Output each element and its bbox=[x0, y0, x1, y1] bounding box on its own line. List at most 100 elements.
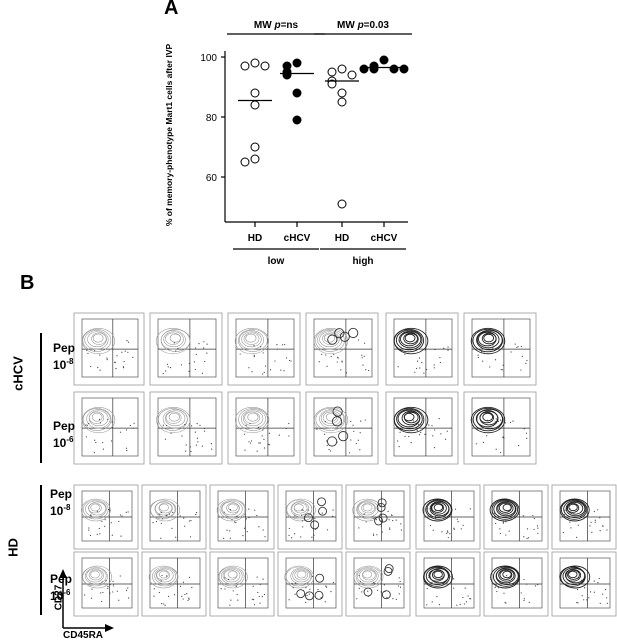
event-dot bbox=[521, 355, 523, 357]
event-dot bbox=[107, 587, 109, 589]
event-dot bbox=[358, 587, 360, 589]
event-dot bbox=[426, 368, 428, 371]
condition-label-chcv-1: Pep 10-8 bbox=[53, 342, 75, 372]
contour-line bbox=[497, 501, 514, 515]
group-bar-chcv bbox=[40, 333, 42, 463]
event-dot bbox=[514, 517, 517, 519]
event-dot bbox=[119, 575, 121, 577]
condition-label-hd-2: Pep 10-6 bbox=[50, 573, 72, 603]
event-dot bbox=[94, 350, 96, 352]
event-dot bbox=[99, 354, 101, 356]
event-dot bbox=[602, 593, 604, 595]
event-dot bbox=[446, 530, 449, 532]
event-dot bbox=[399, 586, 402, 588]
flow-plot bbox=[227, 312, 301, 386]
event-dot bbox=[505, 534, 507, 536]
event-dot bbox=[278, 434, 280, 436]
contour-line bbox=[247, 412, 259, 422]
event-dot bbox=[112, 583, 115, 585]
contour-line bbox=[315, 408, 346, 431]
contour-line bbox=[491, 499, 519, 520]
event-dot bbox=[404, 435, 406, 437]
event-dot bbox=[337, 357, 339, 359]
event-dot bbox=[274, 360, 276, 362]
contour-line bbox=[356, 567, 379, 585]
event-dot bbox=[203, 347, 205, 349]
event-dot bbox=[405, 351, 407, 353]
event-dot bbox=[497, 420, 500, 422]
event-dot bbox=[125, 589, 128, 592]
event-dot bbox=[396, 440, 399, 442]
event-dot bbox=[431, 601, 433, 603]
contour-line bbox=[156, 569, 170, 581]
event-dot bbox=[101, 581, 103, 583]
event-dot bbox=[465, 601, 468, 603]
event-dot bbox=[416, 367, 418, 370]
event-dot bbox=[119, 431, 122, 433]
event-dot bbox=[245, 424, 247, 426]
flow-plot bbox=[227, 391, 301, 465]
event-dot bbox=[203, 430, 206, 432]
flow-plot bbox=[463, 391, 537, 465]
event-dot bbox=[359, 449, 361, 451]
event-dot bbox=[189, 446, 192, 448]
event-dot bbox=[190, 425, 193, 427]
flow-axes bbox=[471, 318, 531, 378]
event-dot bbox=[348, 452, 351, 454]
event-dot bbox=[127, 351, 129, 353]
event-dot bbox=[361, 357, 363, 359]
event-dot bbox=[426, 604, 428, 606]
event-dot bbox=[125, 447, 128, 449]
event-dot bbox=[115, 368, 117, 370]
contour-line bbox=[483, 333, 495, 343]
flow-plot bbox=[73, 391, 145, 465]
event-dot bbox=[317, 589, 319, 591]
data-point-open bbox=[347, 70, 357, 80]
event-dot bbox=[101, 600, 103, 603]
event-dot bbox=[291, 582, 293, 584]
contour-line bbox=[322, 411, 339, 424]
event-dot bbox=[477, 356, 479, 359]
event-dot bbox=[520, 345, 522, 348]
event-dot bbox=[526, 437, 528, 439]
event-dot bbox=[193, 361, 196, 363]
event-dot bbox=[483, 352, 485, 354]
event-dot bbox=[280, 369, 282, 371]
event-dot bbox=[431, 425, 433, 427]
event-dot bbox=[179, 585, 182, 587]
event-dot bbox=[505, 575, 508, 577]
event-dot bbox=[389, 527, 391, 529]
event-dot bbox=[372, 533, 375, 535]
event-dot bbox=[94, 439, 96, 441]
contour-line bbox=[159, 503, 169, 512]
event-dot bbox=[363, 342, 366, 344]
event-dot bbox=[170, 432, 172, 434]
contour-line bbox=[216, 498, 247, 522]
data-point-filled bbox=[359, 64, 369, 74]
event-dot bbox=[453, 587, 455, 589]
event-dot bbox=[107, 585, 109, 588]
event-dot bbox=[197, 441, 199, 443]
event-dot bbox=[360, 420, 362, 422]
contour-line bbox=[164, 410, 186, 427]
event-dot bbox=[256, 576, 258, 578]
event-dot bbox=[239, 353, 241, 355]
event-dot bbox=[106, 357, 108, 359]
event-dot bbox=[232, 590, 234, 592]
data-point-filled bbox=[292, 88, 302, 98]
event-dot bbox=[190, 519, 192, 522]
event-dot bbox=[244, 449, 246, 451]
event-dot bbox=[175, 536, 177, 538]
event-dot bbox=[365, 521, 367, 523]
contour-line bbox=[355, 566, 382, 587]
event-dot bbox=[237, 599, 239, 601]
event-dot bbox=[227, 578, 230, 580]
contour-line bbox=[165, 332, 181, 345]
event-dot bbox=[321, 512, 323, 514]
event-dot bbox=[127, 341, 130, 343]
event-dot bbox=[326, 444, 328, 447]
contour-line bbox=[362, 570, 373, 579]
event-dot bbox=[267, 443, 269, 445]
event-dot bbox=[599, 602, 601, 604]
contour-line bbox=[220, 567, 243, 585]
